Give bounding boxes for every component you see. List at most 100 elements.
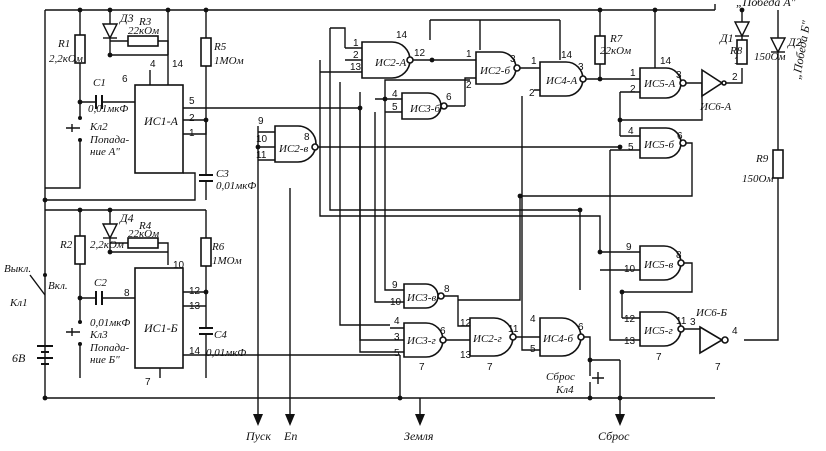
c3-value: 0,01мкФ bbox=[216, 180, 256, 192]
hit-b-label-1: Попада- bbox=[89, 342, 130, 354]
svg-text:13: 13 bbox=[460, 350, 472, 361]
hit-b-label-2: ние Б" bbox=[90, 354, 120, 366]
capacitor-c2 bbox=[95, 291, 103, 305]
power-switch-kl1[interactable] bbox=[29, 274, 46, 296]
resistor-r4 bbox=[127, 237, 159, 249]
chip-ic1-b bbox=[134, 267, 184, 369]
buffer-ic6-b bbox=[699, 325, 724, 355]
ic6-a-label: ИС6-А bbox=[699, 101, 731, 113]
svg-text:14: 14 bbox=[172, 59, 184, 70]
r8-value: 150Ом bbox=[754, 51, 785, 63]
switch-kl4[interactable] bbox=[589, 360, 604, 398]
reset-output-label: Сброс bbox=[598, 429, 630, 443]
r6-ref: R6 bbox=[211, 241, 225, 253]
ic4-b-label: ИС4-б bbox=[542, 333, 573, 345]
svg-text:2: 2 bbox=[466, 80, 472, 91]
resistor-r9 bbox=[772, 149, 784, 179]
svg-text:3: 3 bbox=[676, 70, 682, 81]
resistor-r3 bbox=[127, 35, 159, 47]
ic6-b-label: ИС6-Б bbox=[695, 307, 727, 319]
start-label: Пуск bbox=[245, 429, 271, 443]
c3-ref: C3 bbox=[216, 168, 229, 180]
svg-text:5: 5 bbox=[392, 102, 398, 113]
ic2-b-label: ИС2-б bbox=[479, 65, 510, 77]
resistor-r2 bbox=[74, 235, 86, 265]
svg-text:8: 8 bbox=[444, 284, 450, 295]
svg-text:14: 14 bbox=[189, 346, 201, 357]
svg-text:13: 13 bbox=[624, 336, 636, 347]
svg-text:5: 5 bbox=[628, 142, 634, 153]
svg-text:4: 4 bbox=[392, 89, 398, 100]
svg-text:3: 3 bbox=[394, 332, 400, 343]
svg-text:9: 9 bbox=[626, 242, 632, 253]
svg-text:4: 4 bbox=[530, 314, 536, 325]
svg-text:11: 11 bbox=[676, 316, 687, 327]
r7-ref: R7 bbox=[609, 33, 623, 45]
diode-d4 bbox=[101, 223, 119, 240]
svg-text:1: 1 bbox=[531, 56, 537, 67]
svg-text:8: 8 bbox=[304, 132, 310, 143]
ic5-g-label: ИС5-г bbox=[643, 325, 673, 337]
hit-a-label-1: Попада- bbox=[89, 134, 130, 146]
battery-icon bbox=[37, 345, 53, 365]
resistor-r6 bbox=[200, 237, 212, 267]
r9-value: 150Ом bbox=[742, 173, 773, 185]
svg-text:7: 7 bbox=[715, 362, 721, 373]
buffer-ic6-a bbox=[701, 68, 724, 98]
kl4-ref: Кл4 bbox=[555, 384, 574, 396]
d2-ref: Д2 bbox=[787, 35, 802, 49]
svg-text:2: 2 bbox=[630, 84, 636, 95]
svg-text:6: 6 bbox=[677, 131, 683, 142]
svg-text:12: 12 bbox=[414, 48, 426, 59]
r1-value: 2,2кОм bbox=[49, 53, 83, 65]
svg-text:14: 14 bbox=[660, 56, 672, 67]
ic5-b-label: ИС5-б bbox=[643, 139, 674, 151]
resistor-r7 bbox=[594, 35, 606, 65]
c1-value: 0,01мкФ bbox=[88, 103, 128, 115]
top-supply-rail bbox=[45, 4, 716, 11]
d3-ref: Д3 bbox=[119, 11, 134, 25]
svg-text:4: 4 bbox=[394, 316, 400, 327]
svg-text:2: 2 bbox=[189, 113, 195, 124]
ep-label: Еп bbox=[283, 429, 297, 443]
ic1-a-label: ИС1-А bbox=[143, 114, 179, 128]
ic2-v-label: ИС2-в bbox=[278, 143, 308, 155]
kl2-ref: Кл2 bbox=[89, 121, 108, 133]
capacitor-c1 bbox=[95, 95, 103, 109]
diode-d3 bbox=[101, 23, 119, 40]
c2-value: 0,01мкФ bbox=[90, 317, 130, 329]
svg-text:7: 7 bbox=[656, 352, 662, 363]
capacitor-c3 bbox=[199, 174, 213, 182]
ic2-a-label: ИС2-А bbox=[374, 57, 406, 69]
svg-text:10: 10 bbox=[173, 260, 185, 271]
svg-text:4: 4 bbox=[732, 326, 738, 337]
svg-text:3: 3 bbox=[690, 317, 696, 328]
svg-text:11: 11 bbox=[508, 324, 519, 335]
svg-text:10: 10 bbox=[256, 134, 268, 145]
svg-text:13: 13 bbox=[350, 62, 362, 73]
svg-text:10: 10 bbox=[624, 264, 636, 275]
c1-ref: C1 bbox=[93, 77, 106, 89]
svg-text:1: 1 bbox=[466, 49, 472, 60]
svg-text:7: 7 bbox=[419, 362, 425, 373]
junction-dots bbox=[42, 7, 745, 401]
ic3-v-label: ИС3-в bbox=[406, 292, 436, 304]
c2-ref: C2 bbox=[94, 277, 107, 289]
switch-on-label: Вкл. bbox=[48, 280, 68, 292]
r6-value: 1МОм bbox=[212, 255, 242, 267]
svg-text:10: 10 bbox=[390, 297, 402, 308]
svg-text:6: 6 bbox=[440, 326, 446, 337]
win-a-label: „Победа А" bbox=[736, 0, 797, 9]
led-d2 bbox=[769, 37, 787, 54]
resistor-r5 bbox=[200, 37, 212, 67]
svg-text:5: 5 bbox=[189, 96, 195, 107]
resistor-r1 bbox=[74, 34, 86, 64]
svg-text:14: 14 bbox=[396, 30, 408, 41]
svg-text:4: 4 bbox=[150, 59, 156, 70]
battery-voltage: 6В bbox=[12, 351, 26, 365]
svg-text:5: 5 bbox=[394, 348, 400, 359]
r3-ref: R3 bbox=[138, 16, 152, 28]
svg-text:1: 1 bbox=[630, 68, 636, 79]
r2-value: 2,2кОм bbox=[90, 239, 124, 251]
